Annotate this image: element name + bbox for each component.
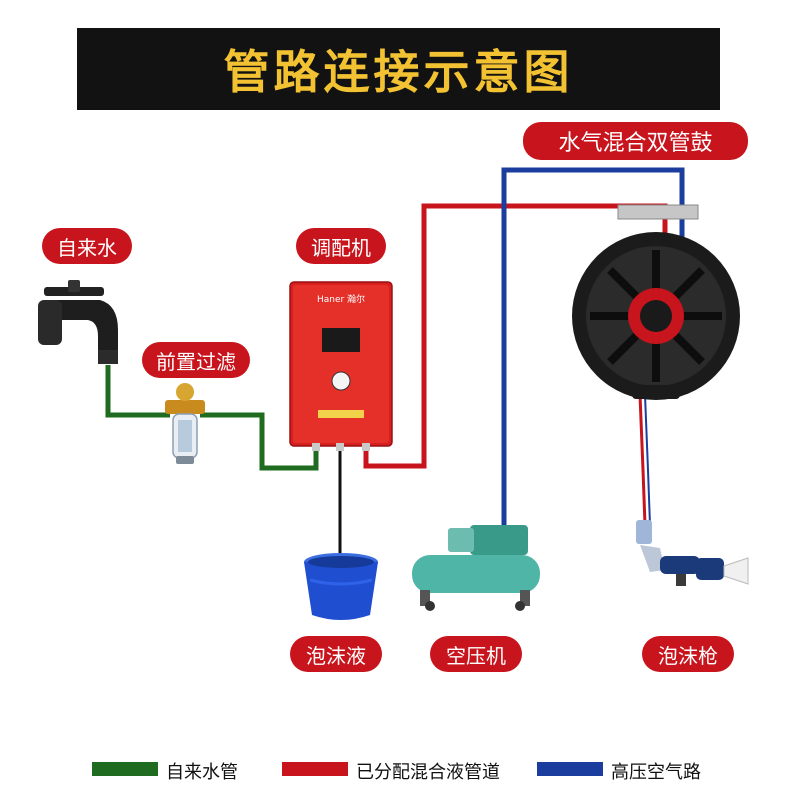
label-foam-liquid: 泡沫液 (290, 636, 382, 672)
label-prefilter-text: 前置过滤 (156, 346, 236, 375)
air-compressor-icon (412, 525, 540, 611)
label-foam-gun: 泡沫枪 (642, 636, 734, 672)
label-mixer: 调配机 (296, 228, 386, 264)
label-tap-water: 自来水 (42, 228, 132, 264)
hose-reel-icon (572, 205, 740, 400)
legend-swatch-mix (282, 762, 348, 776)
foam-gun-icon (636, 520, 748, 586)
legend-label-air: 高压空气路 (611, 758, 701, 784)
label-reel-text: 水气混合双管鼓 (558, 125, 712, 157)
legend-swatch-air (537, 762, 603, 776)
label-foam-liquid-text: 泡沫液 (306, 640, 366, 669)
label-foam-gun-text: 泡沫枪 (658, 640, 718, 669)
label-prefilter: 前置过滤 (142, 342, 250, 378)
mixer-machine-icon: Haner 瀚尔 (290, 282, 392, 451)
faucet-icon (38, 280, 118, 364)
label-air-compressor: 空压机 (430, 636, 522, 672)
legend-label-water: 自来水管 (166, 758, 238, 784)
label-mixer-text: 调配机 (311, 232, 371, 261)
foam-bucket-icon (304, 553, 378, 620)
reel-hose-red (640, 395, 645, 525)
label-tap-water-text: 自来水 (57, 232, 117, 261)
mixer-brand-label: Haner 瀚尔 (317, 293, 365, 305)
label-reel: 水气混合双管鼓 (523, 122, 748, 160)
legend-label-mix: 已分配混合液管道 (356, 758, 500, 784)
label-air-compressor-text: 空压机 (446, 640, 506, 669)
legend-swatch-water (92, 762, 158, 776)
prefilter-icon (165, 383, 205, 464)
